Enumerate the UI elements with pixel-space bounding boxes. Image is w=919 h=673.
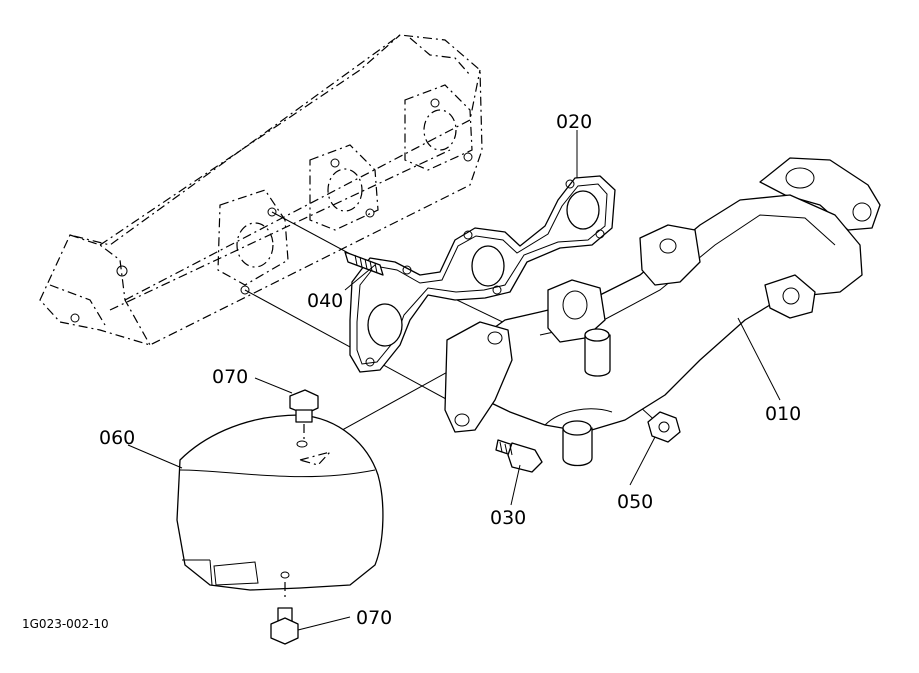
drawing-code: 1G023-002-10 <box>22 617 109 631</box>
bolt-030 <box>495 439 543 473</box>
callout-050: 050 <box>617 491 653 513</box>
bolt-070-top <box>289 389 319 440</box>
gasket-020 <box>349 175 616 373</box>
callout-070-bottom: 070 <box>356 607 392 629</box>
callout-010: 010 <box>765 403 801 425</box>
heat-shield-060 <box>176 414 384 591</box>
bolt-070-bottom <box>270 582 299 645</box>
cylinder-head-outline <box>39 34 483 346</box>
callout-040: 040 <box>307 290 343 312</box>
callout-020: 020 <box>556 111 592 133</box>
callout-070-top: 070 <box>212 366 248 388</box>
callout-030: 030 <box>490 507 526 529</box>
exhaust-manifold-010 <box>444 157 881 467</box>
callout-leaders <box>127 130 781 631</box>
nut-050 <box>647 411 681 443</box>
callout-060: 060 <box>99 427 135 449</box>
stud-bolt-040 <box>344 251 384 276</box>
